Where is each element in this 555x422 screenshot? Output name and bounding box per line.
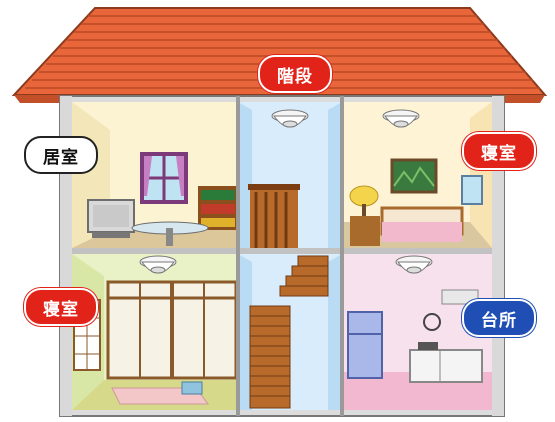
wall-divider-right <box>340 96 344 416</box>
smoke-detector-icon <box>395 255 433 274</box>
bedroom-upper <box>342 102 492 248</box>
stairs-lower <box>238 254 342 410</box>
smoke-detector-icon <box>139 255 177 274</box>
smoke-detector-icon <box>382 109 420 128</box>
label-living-room: 居室 <box>24 136 98 174</box>
wall-divider-left <box>236 96 240 416</box>
label-bedroom-upper: 寝室 <box>462 132 536 170</box>
smoke-detector-icon <box>271 109 309 128</box>
floor-divider <box>60 248 504 254</box>
label-kitchen: 台所 <box>462 299 536 337</box>
bedroom-lower <box>72 254 238 410</box>
living-room <box>72 102 238 248</box>
wall-left <box>60 96 72 416</box>
label-stairs: 階段 <box>258 55 332 93</box>
label-bedroom-lower: 寝室 <box>24 288 98 326</box>
